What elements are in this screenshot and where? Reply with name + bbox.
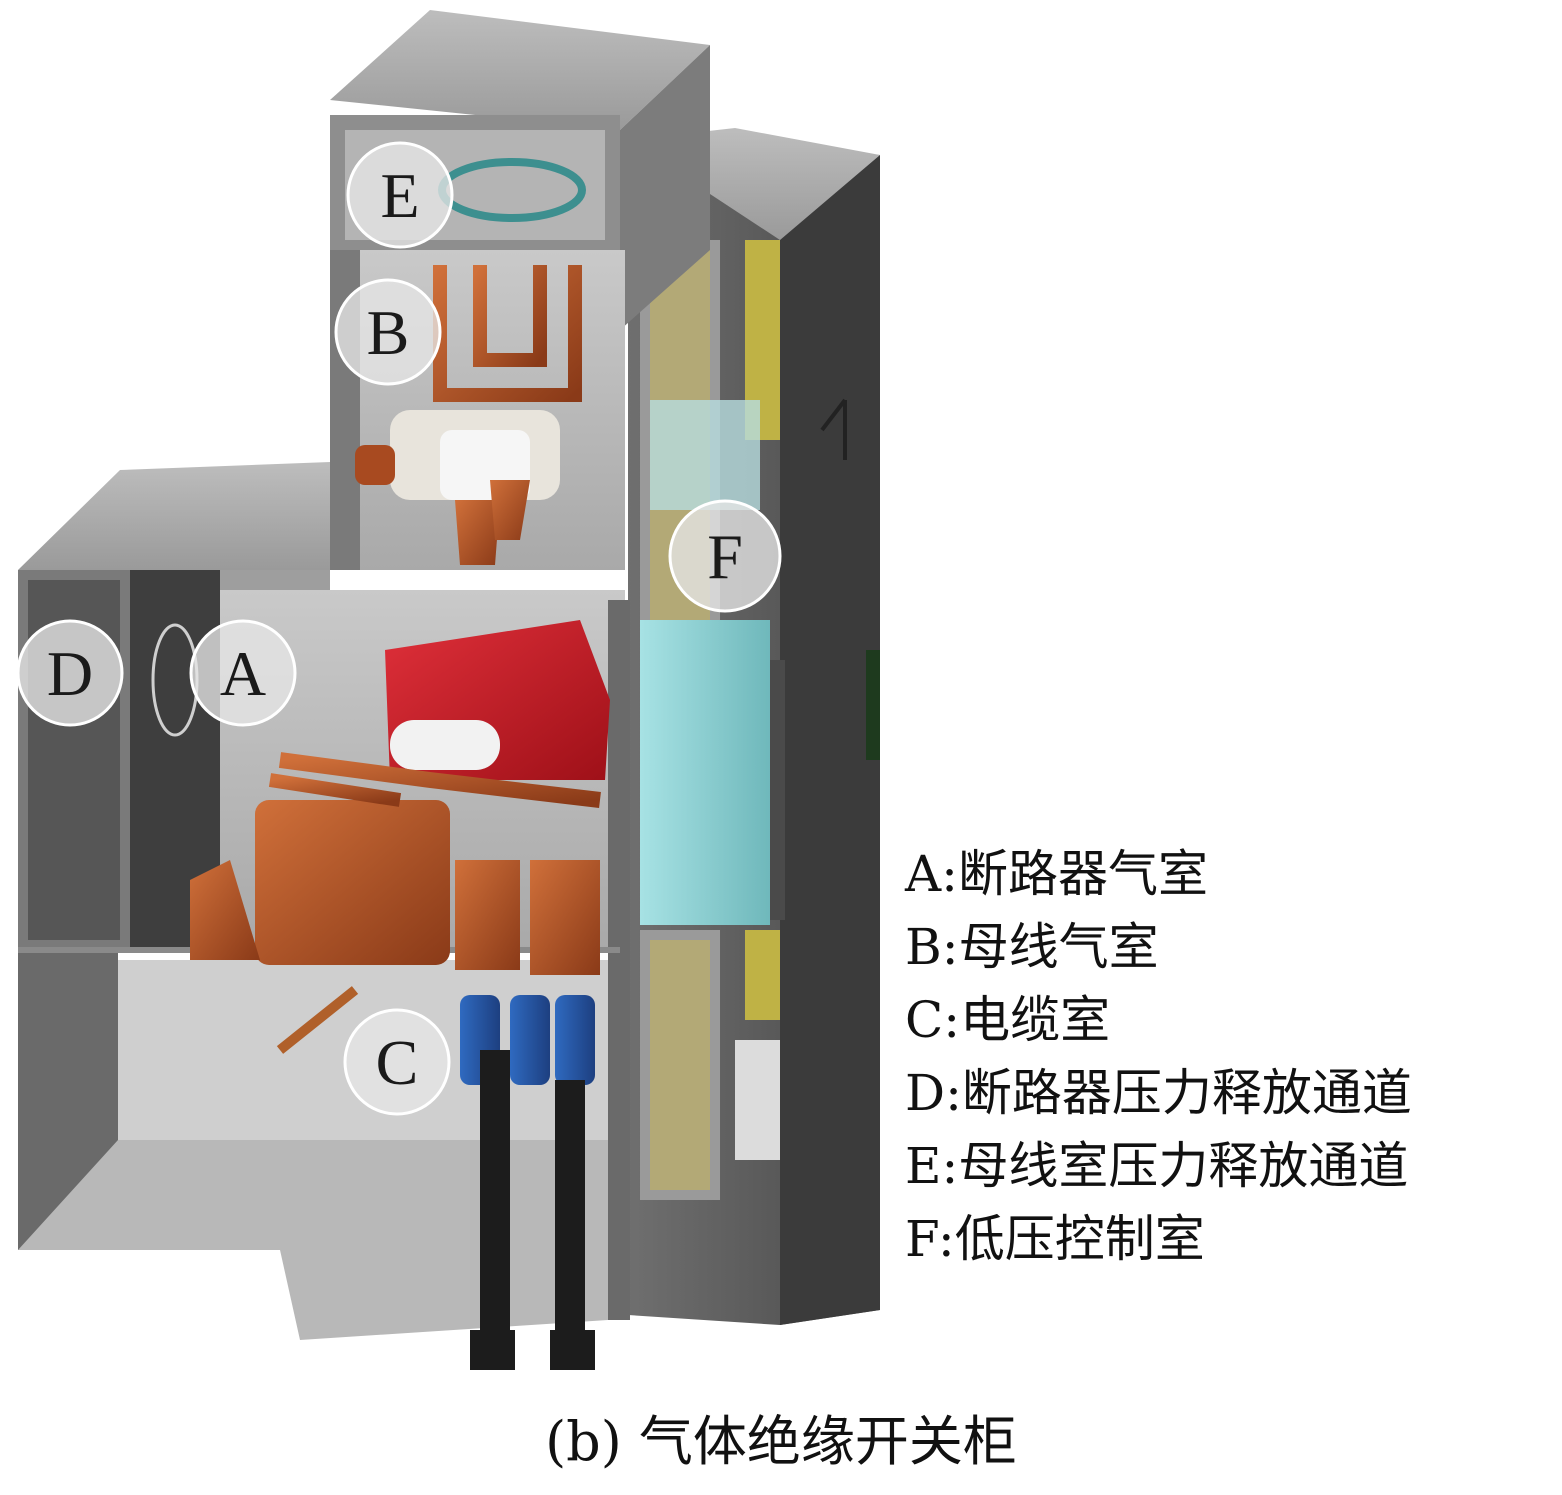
svg-text:F: F [707, 521, 743, 592]
marker-E: E [346, 141, 454, 249]
legend-item-c: C:电缆室 [905, 991, 1111, 1049]
marker-F: F [668, 499, 782, 613]
marker-A: A [189, 619, 297, 727]
svg-text:E: E [380, 160, 419, 231]
legend: A:断路器气室 B:母线气室 C:电缆室 D:断路器压力释放通道 E:母线室压力… [905, 838, 1562, 1276]
marker-C: C [343, 1008, 451, 1116]
legend-item-d: D:断路器压力释放通道 [905, 1064, 1412, 1122]
legend-item-b: B:母线气室 [905, 918, 1159, 976]
legend-item-e: E:母线室压力释放通道 [905, 1137, 1409, 1195]
legend-item-f: F:低压控制室 [905, 1210, 1205, 1268]
busbar-chamber-block [330, 10, 710, 570]
breaker-internals [190, 620, 610, 975]
legend-item-a: A:断路器气室 [905, 845, 1208, 903]
svg-text:C: C [376, 1027, 419, 1098]
cables [460, 995, 595, 1370]
marker-B: B [334, 278, 442, 386]
svg-text:D: D [47, 638, 93, 709]
figure-caption: (b) 气体绝缘开关柜 [545, 1410, 1017, 1473]
svg-text:A: A [220, 638, 266, 709]
svg-text:B: B [367, 297, 410, 368]
marker-D: D [16, 619, 124, 727]
control-box [640, 400, 785, 925]
